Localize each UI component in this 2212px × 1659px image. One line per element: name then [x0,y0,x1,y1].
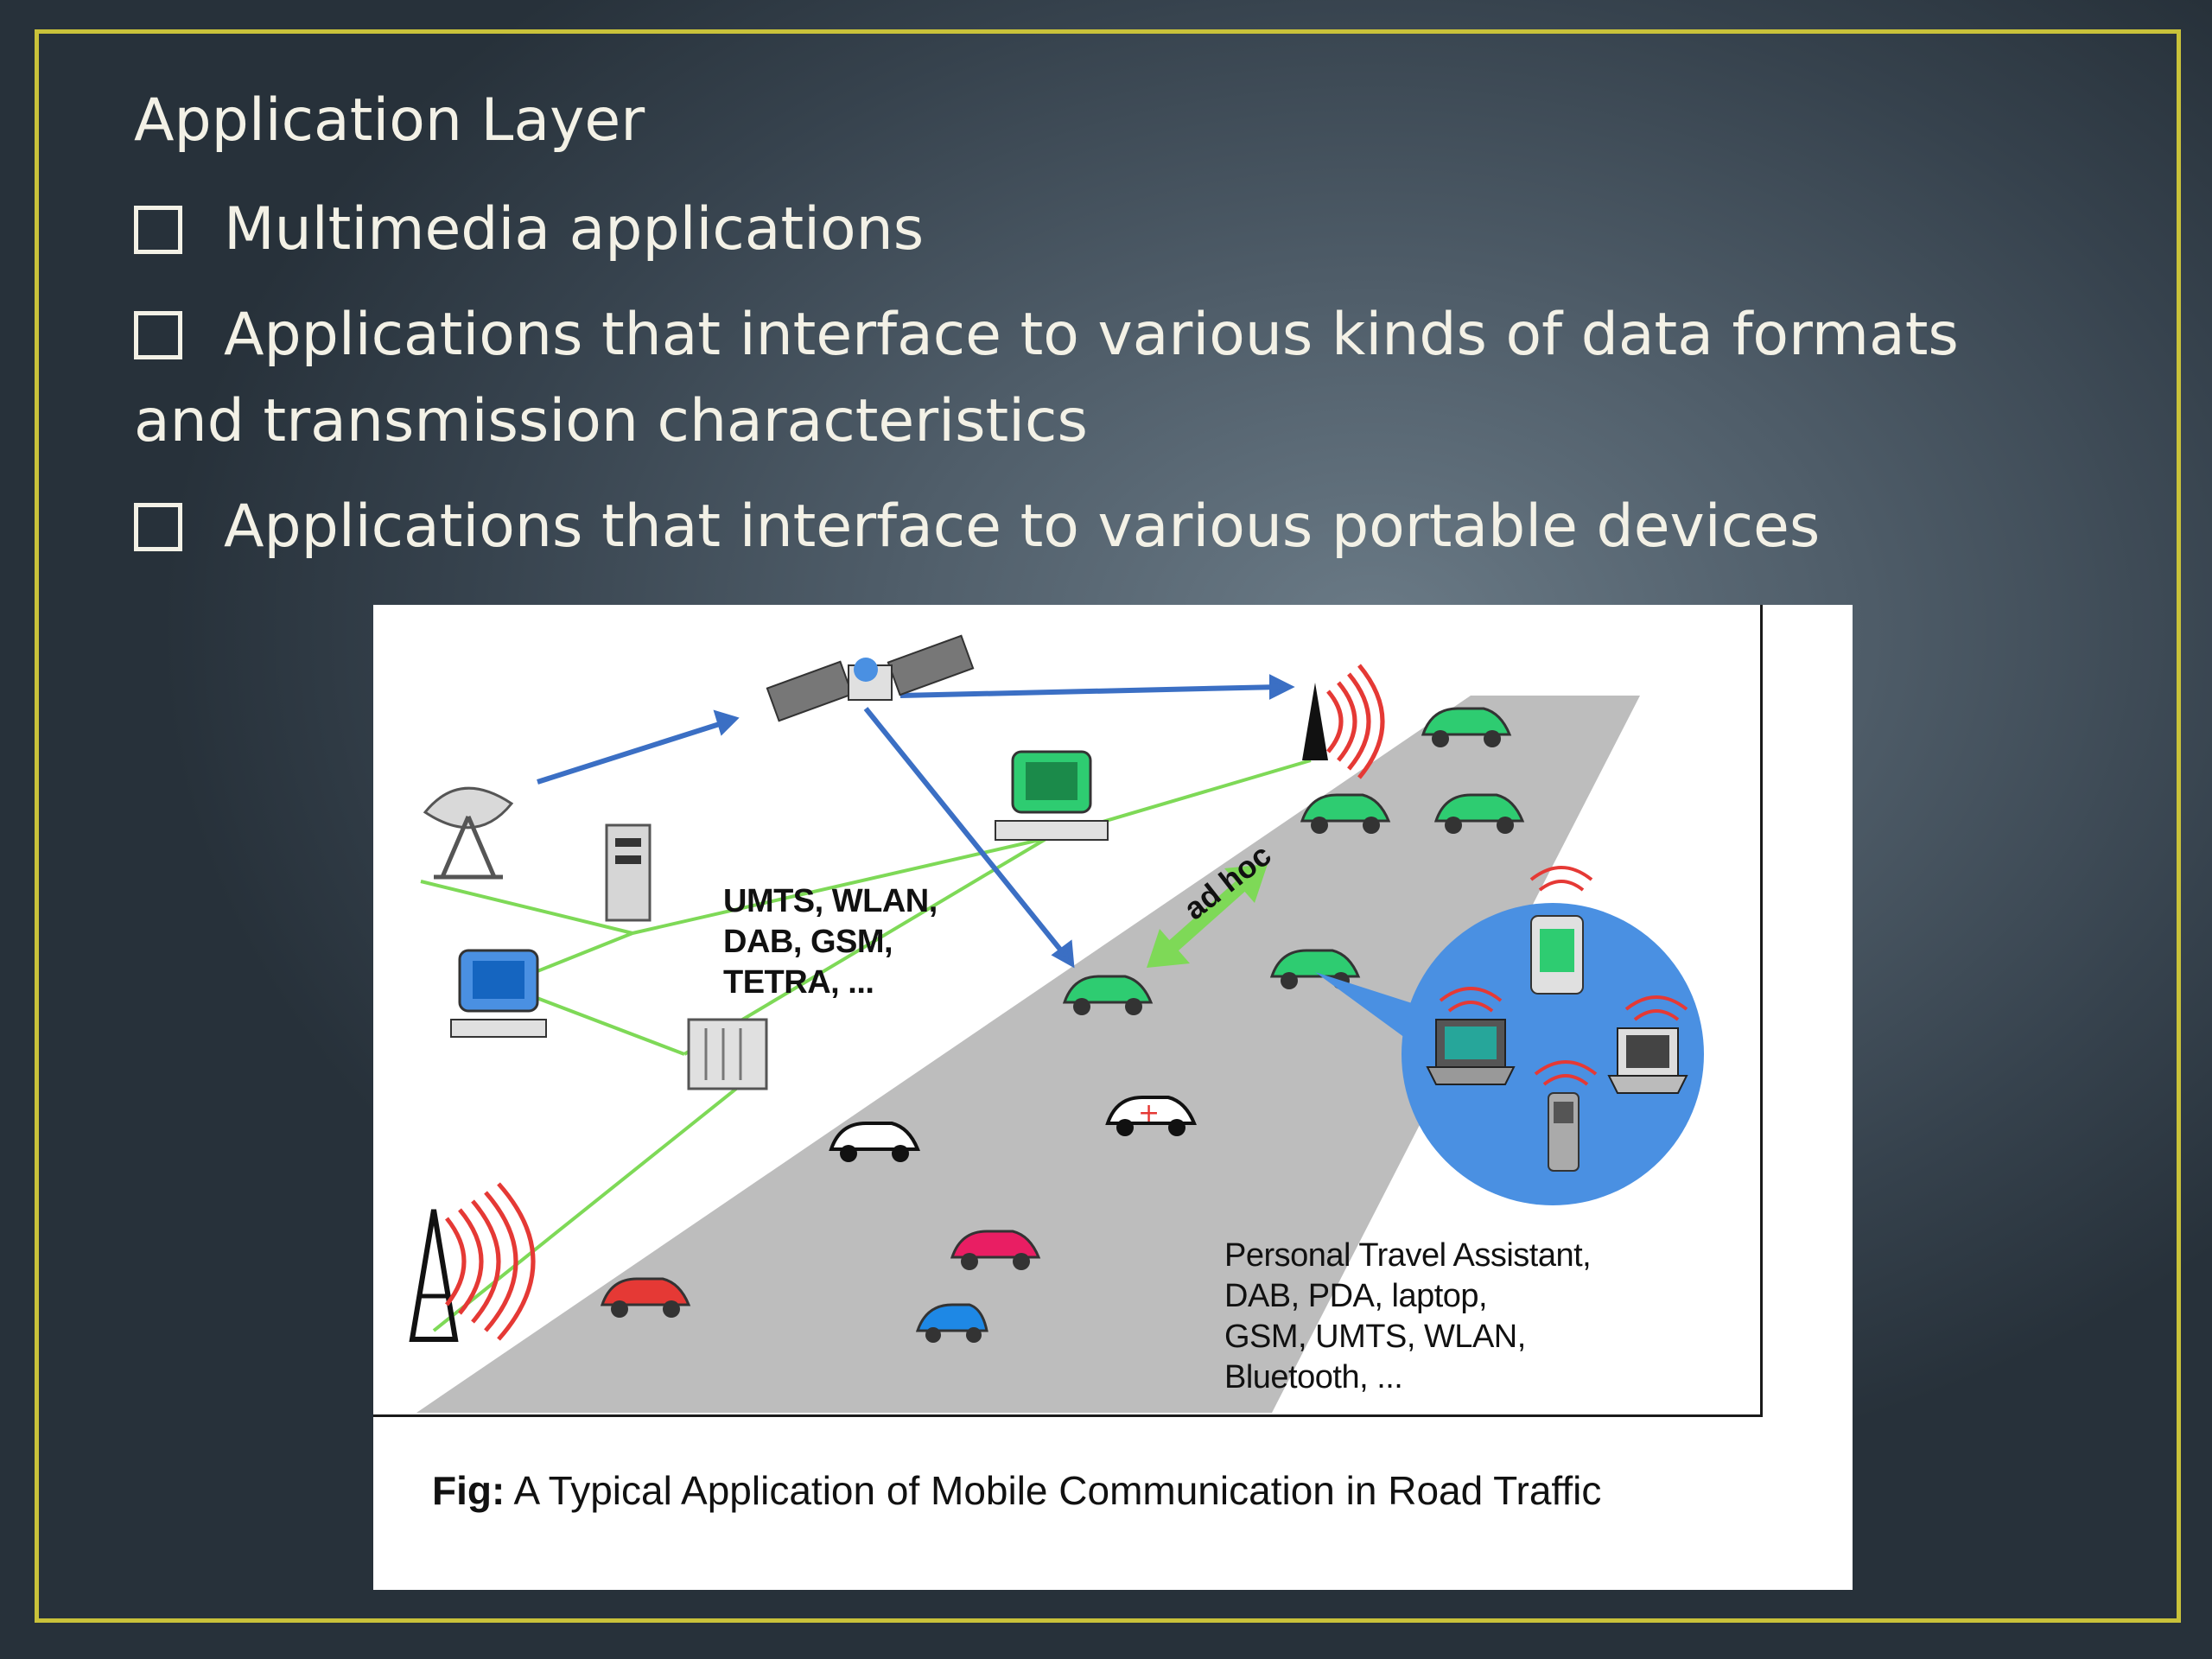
transmitter-tower-icon [412,1184,533,1339]
network-technologies-label: UMTS, WLAN, DAB, GSM, TETRA, ... [723,881,938,1003]
desktop-computer-icon [995,752,1108,840]
laptop-icon [1427,1020,1514,1084]
figure-caption: Fig: A Typical Application of Mobile Com… [432,1467,1601,1514]
figure: + UMT [373,605,1853,1590]
satellite-icon [767,636,973,721]
bullet-item: Applications that interface to various p… [134,484,2061,570]
slide-text: Application Layer Multimedia application… [134,79,2061,589]
checkbox-icon [134,311,182,359]
bullet-item: Applications that interface to various k… [134,292,2061,465]
checkbox-icon [134,206,182,254]
svg-text:+: + [1138,1098,1160,1128]
phone-icon [1548,1093,1579,1171]
slide-title: Application Layer [134,79,2061,162]
checkbox-icon [134,503,182,551]
server-icon [607,825,650,920]
transmitter-tower-icon [1302,665,1382,778]
bullet-item: Multimedia applications [134,187,2061,273]
pda-icon [1531,916,1583,994]
caption-prefix: Fig: [432,1468,505,1513]
figure-illustration: + UMT [373,605,1763,1417]
desktop-computer-icon [451,950,546,1037]
bullet-text: Applications that interface to various k… [134,301,1959,455]
laptop-icon [1609,1028,1687,1093]
server-icon [689,1020,766,1089]
bullet-text: Multimedia applications [224,195,924,264]
caption-text: A Typical Application of Mobile Communic… [505,1468,1601,1513]
bullet-text: Applications that interface to various p… [224,493,1820,561]
satellite-dish-icon [425,788,512,877]
personal-devices-label: Personal Travel Assistant, DAB, PDA, lap… [1224,1236,1591,1398]
